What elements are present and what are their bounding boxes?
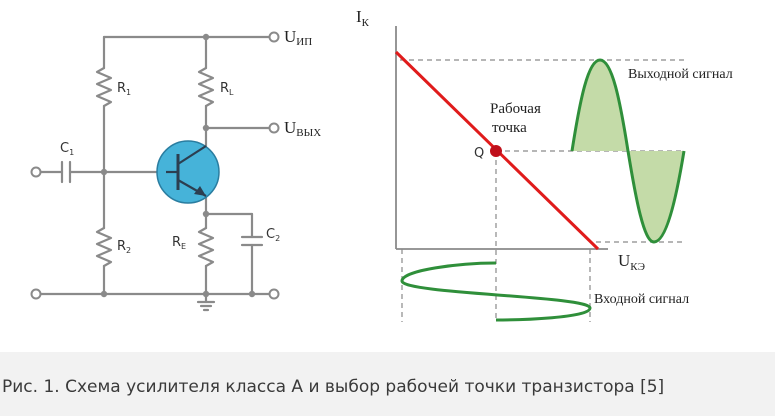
input-signal: [400, 261, 592, 322]
resistor-r2: [95, 226, 113, 268]
y-axis-label: IК: [356, 7, 370, 29]
operating-point-label-line1: Рабочая: [490, 101, 541, 117]
r1-label: R1: [117, 81, 131, 97]
figure: UИП UВЫХ R1 R2 RL RE C1 C2 IК UКЭ Q Рабо…: [30, 7, 733, 322]
operating-point-label-line2: точка: [492, 120, 527, 136]
c1-label: C1: [60, 141, 74, 157]
q-label: Q: [474, 146, 484, 161]
amplifier-circuit: [38, 35, 272, 312]
resistor-r1: [95, 66, 113, 108]
caption-bar: Рис. 1. Схема усилителя класса А и выбор…: [0, 352, 775, 416]
x-axis-label: UКЭ: [618, 251, 645, 273]
r2-label: R2: [117, 239, 131, 255]
output-signal: [570, 58, 686, 244]
output-label: UВЫХ: [284, 118, 321, 139]
capacitor-c2: [240, 235, 264, 247]
graph-axes: [395, 26, 608, 250]
re-label: RE: [172, 235, 186, 251]
figure-caption: Рис. 1. Схема усилителя класса А и выбор…: [2, 377, 665, 397]
transistor-icon: [156, 140, 220, 204]
rl-label: RL: [220, 81, 234, 97]
capacitor-c1: [60, 160, 72, 184]
supply-label: UИП: [284, 27, 312, 48]
input-signal-label: Входной сигнал: [594, 292, 689, 307]
junctions: [100, 33, 256, 298]
resistor-rl: [197, 66, 215, 108]
c2-label: C2: [266, 227, 280, 243]
terminals: [30, 31, 280, 300]
q-point: [490, 145, 502, 157]
resistor-re: [197, 226, 215, 268]
output-signal-label: Выходной сигнал: [628, 67, 733, 82]
